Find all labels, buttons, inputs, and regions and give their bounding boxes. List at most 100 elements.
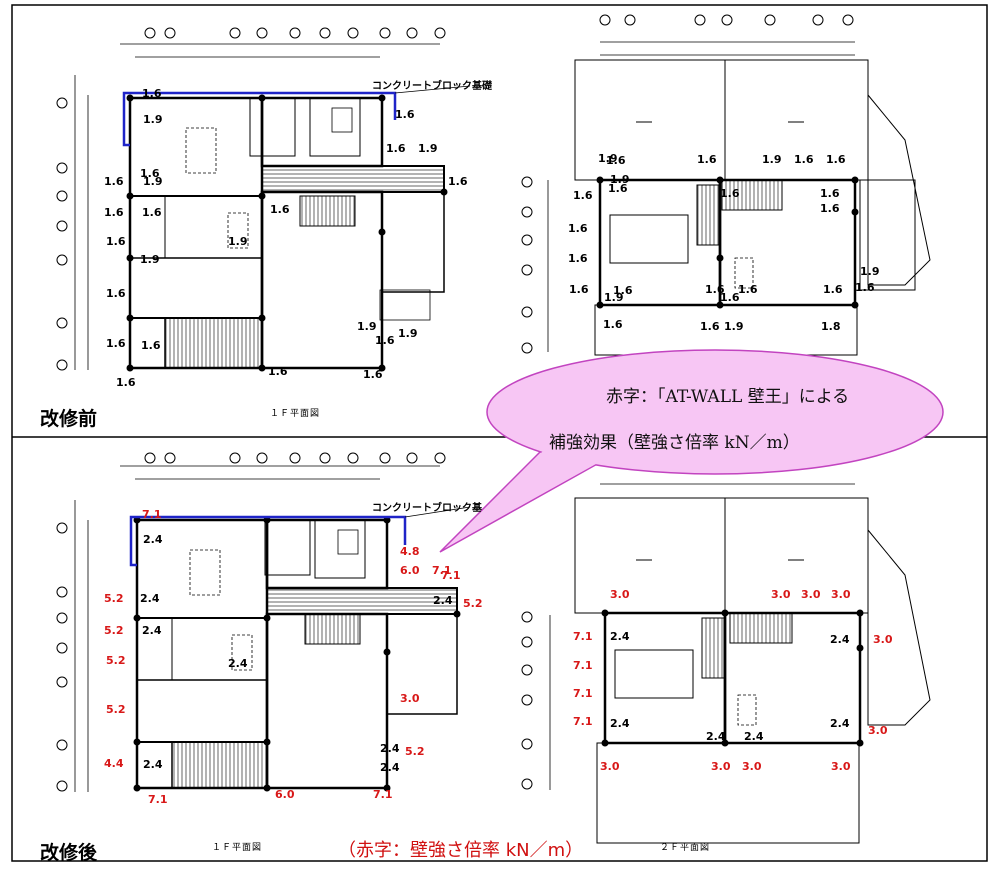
plan-title-after-1f: １Ｆ平面図: [212, 843, 263, 853]
section-label-after: 改修後: [40, 842, 98, 864]
wall-strength-value: 2.4: [143, 533, 163, 546]
wall-strength-value: 2.4: [830, 717, 850, 730]
wall-strength-value: 2.4: [433, 594, 453, 607]
wall-strength-value: 3.0: [742, 760, 762, 773]
wall-strength-value: 3.0: [831, 760, 851, 773]
wall-strength-value: 1.9: [418, 142, 438, 155]
wall-strength-value: 2.4: [142, 624, 162, 637]
plan-before-2f: [521, 14, 931, 356]
wall-strength-value: 2.4: [143, 758, 163, 771]
wall-strength-value: 1.6: [720, 291, 740, 304]
wall-strength-value: 1.6: [141, 339, 161, 352]
callout-bubble: [439, 349, 944, 553]
wall-strength-value: 1.6: [270, 203, 290, 216]
wall-strength-value: 7.1: [573, 659, 593, 672]
plan-after-1f: [56, 452, 471, 792]
wall-strength-value: 1.6: [705, 283, 725, 296]
wall-strength-value: 3.0: [610, 588, 630, 601]
wall-strength-value: 1.6: [140, 167, 160, 180]
wall-strength-value: 1.6: [794, 153, 814, 166]
callout-line-2: 補強効果（壁強さ倍率 kN／m）: [549, 433, 800, 453]
wall-strength-value: 1.6: [569, 283, 589, 296]
wall-strength-value: 1.6: [142, 206, 162, 219]
plan-title-before-1f: １Ｆ平面図: [270, 409, 321, 419]
wall-strength-value: 4.8: [400, 545, 420, 558]
wall-strength-value: 1.6: [386, 142, 406, 155]
wall-strength-value: 1.6: [568, 222, 588, 235]
wall-strength-value: 5.2: [106, 703, 126, 716]
wall-strength-value: 1.9: [228, 235, 248, 248]
foundation-annotation-before: コンクリートブロック基礎: [372, 81, 492, 92]
wall-strength-value: 5.2: [104, 592, 124, 605]
wall-strength-value: 1.6: [142, 87, 162, 100]
wall-strength-value: 1.6: [448, 175, 468, 188]
wall-strength-value: 5.2: [106, 654, 126, 667]
wall-strength-value: 4.4: [104, 757, 124, 770]
wall-strength-value: 1.6: [106, 235, 126, 248]
wall-strength-value: 1.6: [738, 283, 758, 296]
wall-strength-value: 7.1: [148, 793, 168, 806]
wall-strength-value: 2.4: [380, 742, 400, 755]
plan-after-2f: [521, 483, 931, 844]
wall-strength-value: 3.0: [801, 588, 821, 601]
red-note: （赤字：壁強さ倍率 kN／m）: [338, 840, 584, 861]
wall-strength-value: 2.4: [706, 730, 726, 743]
wall-strength-value: 3.0: [771, 588, 791, 601]
wall-strength-value: 2.4: [610, 630, 630, 643]
wall-strength-value: 3.0: [873, 633, 893, 646]
wall-strength-value: 1.6: [720, 187, 740, 200]
wall-strength-value: 3.0: [600, 760, 620, 773]
plan-before-1f: [56, 27, 471, 372]
wall-strength-value: 7.1: [441, 569, 461, 582]
wall-strength-value: 1.6: [820, 202, 840, 215]
wall-strength-value: 1.9: [357, 320, 377, 333]
wall-strength-value: 1.6: [375, 334, 395, 347]
wall-strength-value: 7.1: [373, 788, 393, 801]
wall-strength-value: 1.6: [106, 287, 126, 300]
wall-strength-value: 1.6: [820, 187, 840, 200]
wall-strength-value: 1.6: [826, 153, 846, 166]
wall-strength-value: 7.1: [573, 687, 593, 700]
wall-strength-value: 3.0: [868, 724, 888, 737]
wall-strength-value: 5.2: [104, 624, 124, 637]
wall-strength-value: 1.6: [855, 281, 875, 294]
wall-strength-value: 1.6: [363, 368, 383, 381]
wall-strength-value: 2.4: [380, 761, 400, 774]
wall-strength-value: 2.4: [610, 717, 630, 730]
wall-strength-value: 1.9: [140, 253, 160, 266]
wall-strength-value: 1.6: [700, 320, 720, 333]
wall-strength-value: 5.2: [463, 597, 483, 610]
wall-strength-value: 1.8: [821, 320, 841, 333]
wall-strength-value: 1.6: [823, 283, 843, 296]
wall-strength-value: 7.1: [432, 564, 452, 577]
wall-strength-value: 1.6: [116, 376, 136, 389]
wall-strength-value: 2.4: [830, 633, 850, 646]
wall-strength-value: 1.6: [697, 153, 717, 166]
after-values-group: 7.1 2.4 5.2 2.4 5.2 2.4 5.2 2.4 5.2 4.4 2.4 7.1 6.0 7…: [104, 508, 893, 806]
wall-strength-value: 2.4: [228, 657, 248, 670]
wall-strength-value: 1.9: [860, 265, 880, 278]
wall-strength-value: 7.1: [573, 630, 593, 643]
wall-strength-value: 1.9: [762, 153, 782, 166]
wall-strength-value: 2.4: [140, 592, 160, 605]
wall-strength-value: 1.9: [604, 291, 624, 304]
wall-strength-value: 1.6: [613, 284, 633, 297]
wall-strength-value: 1.6: [568, 252, 588, 265]
wall-strength-value: 7.1: [573, 715, 593, 728]
wall-strength-value: 1.6: [395, 108, 415, 121]
wall-strength-value: 1.6: [104, 206, 124, 219]
wall-strength-value: 7.1: [142, 508, 162, 521]
callout-line-1: 赤字：「AT-WALL 壁王」による: [606, 387, 850, 407]
wall-strength-value: 3.0: [711, 760, 731, 773]
wall-strength-value: 1.6: [606, 154, 626, 167]
wall-strength-value: 1.6: [603, 318, 623, 331]
wall-strength-value: 1.9: [398, 327, 418, 340]
wall-strength-value: 1.9: [143, 113, 163, 126]
foundation-annotation-after: コンクリートブロック基: [372, 503, 482, 514]
wall-strength-value: 6.0: [275, 788, 295, 801]
wall-strength-value: 5.2: [405, 745, 425, 758]
wall-strength-value: 1.9: [724, 320, 744, 333]
